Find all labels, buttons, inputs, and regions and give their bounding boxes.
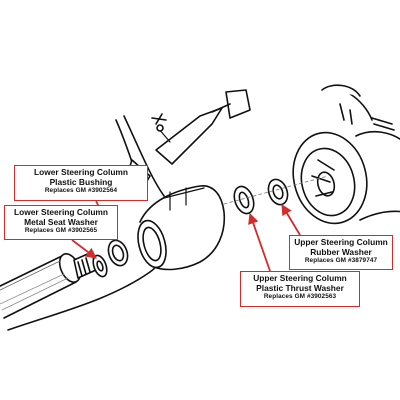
callout-title-line1: Lower Steering Column bbox=[34, 167, 128, 177]
rubber-washer bbox=[267, 178, 289, 206]
callout-title-line1: Upper Steering Column bbox=[253, 273, 347, 283]
callout-title-line2: Plastic Thrust Washer bbox=[256, 282, 344, 293]
callout-replaces: Replaces GM #3902563 bbox=[263, 293, 337, 301]
alignment-line bbox=[223, 175, 329, 205]
callout-title-line2: Rubber Washer bbox=[310, 246, 372, 257]
callout-lower-plastic-bushing: Lower Steering Column Plastic Bushing Re… bbox=[14, 165, 148, 201]
arrow-thrust-washer bbox=[248, 212, 271, 272]
upper-column-housing bbox=[292, 84, 400, 225]
callout-title-line1: Lower Steering Column bbox=[14, 207, 108, 217]
metal-seat-washer bbox=[92, 254, 108, 278]
callout-upper-plastic-thrust-washer: Upper Steering Column Plastic Thrust Was… bbox=[240, 271, 360, 307]
callout-title-line2: Metal Seat Washer bbox=[24, 216, 98, 227]
plastic-bushing bbox=[107, 239, 129, 267]
top-screw bbox=[151, 113, 167, 125]
lower-column-tube bbox=[0, 253, 82, 319]
callout-replaces: Replaces GM #3902565 bbox=[24, 227, 98, 235]
callout-title-line1: Upper Steering Column bbox=[294, 237, 388, 247]
callout-title-line2: Plastic Bushing bbox=[49, 176, 113, 187]
arrow-metal-washer bbox=[71, 239, 97, 259]
callout-upper-rubber-washer: Upper Steering Column Rubber Washer Repl… bbox=[289, 235, 393, 270]
callout-replaces: Replaces GM #3902564 bbox=[44, 187, 118, 195]
callout-lower-metal-seat-washer: Lower Steering Column Metal Seat Washer … bbox=[4, 205, 118, 240]
signal-housing bbox=[137, 185, 226, 271]
plastic-thrust-washer bbox=[233, 185, 255, 215]
arrow-rubber-washer bbox=[281, 204, 301, 236]
callout-replaces: Replaces GM #3879747 bbox=[304, 257, 378, 265]
